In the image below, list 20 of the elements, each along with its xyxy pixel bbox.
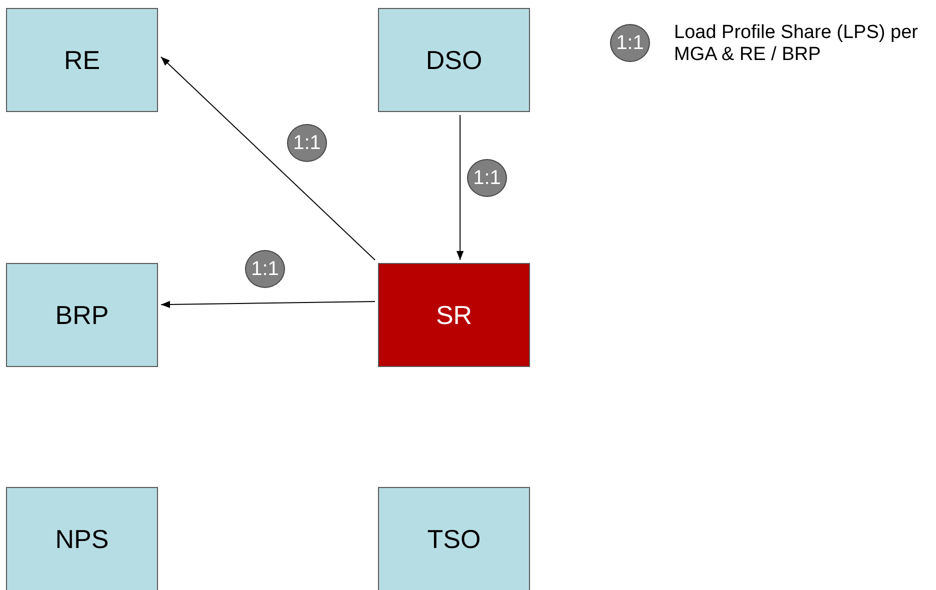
box-label: BRP bbox=[55, 300, 109, 330]
edge-label: 1:1 bbox=[245, 250, 285, 288]
legend-text: Load Profile Share (LPS) per MGA & RE / BRP bbox=[674, 22, 919, 66]
arrow bbox=[456, 114, 464, 260]
entity-box bbox=[378, 487, 530, 590]
highlighted-box bbox=[378, 263, 530, 367]
entity-box bbox=[378, 8, 530, 112]
box-label: DSO bbox=[426, 44, 482, 76]
box-label: RE bbox=[64, 44, 100, 76]
entity-box bbox=[6, 8, 158, 112]
edge-label: 1:1 bbox=[467, 159, 507, 197]
legend-badge: 1:1 bbox=[610, 24, 650, 62]
box-label: NPS bbox=[55, 524, 109, 554]
arrow bbox=[160, 300, 376, 308]
entity-box bbox=[6, 263, 158, 367]
arrow bbox=[160, 56, 376, 260]
entity-box bbox=[6, 487, 158, 590]
edge-label: 1:1 bbox=[287, 124, 327, 162]
box-label: TSO bbox=[427, 524, 481, 554]
box-label: SR bbox=[436, 300, 472, 330]
